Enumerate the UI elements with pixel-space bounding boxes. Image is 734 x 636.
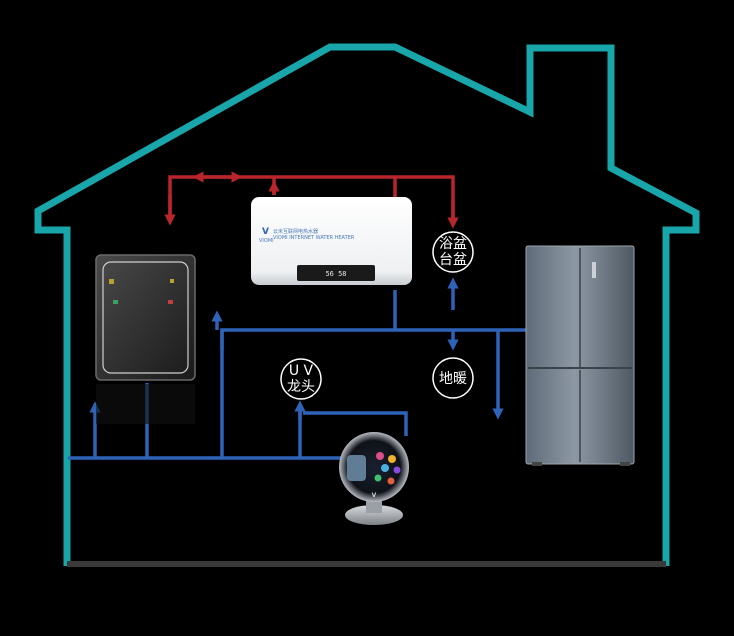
purifier-logo: V bbox=[372, 492, 377, 499]
heater-logo: V bbox=[262, 227, 269, 237]
heater-model-subtext: VIOMI INTERNET WATER HEATER bbox=[273, 235, 355, 241]
water-purifier: V bbox=[339, 432, 409, 525]
purifier-app-icon bbox=[393, 466, 401, 474]
heater-model-text: 云米互联网电热水器 bbox=[273, 228, 318, 235]
purifier-app-icon bbox=[388, 455, 396, 463]
heater-brand-text: VIOMI bbox=[259, 238, 274, 244]
uv-faucet-label-line2: 龙头 bbox=[287, 379, 315, 395]
basin-label: 浴盆 台盆 bbox=[432, 231, 474, 273]
panel-status-indicator bbox=[168, 300, 173, 304]
panel-status-indicator bbox=[109, 279, 114, 284]
fridge-foot bbox=[620, 462, 630, 466]
purifier-app-icon bbox=[376, 452, 384, 460]
panel-status-indicator bbox=[170, 279, 174, 283]
purifier-app-icon bbox=[381, 464, 389, 472]
purifier-base bbox=[345, 505, 403, 525]
heater-display: 56 58 bbox=[325, 270, 346, 278]
uv-faucet-label: U V 龙头 bbox=[280, 358, 322, 400]
purifier-app-icon bbox=[387, 477, 395, 485]
floor-heating-label-text: 地暖 bbox=[439, 371, 467, 387]
house-floor bbox=[67, 561, 666, 567]
uv-faucet-label-line1: U V bbox=[289, 363, 314, 379]
smart-mirror-panel bbox=[95, 254, 196, 424]
electric-water-heater: V VIOMI 云米互联网电热水器 VIOMI INTERNET WATER H… bbox=[251, 197, 412, 285]
heater-display-panel bbox=[297, 265, 375, 281]
fridge-foot bbox=[532, 462, 542, 466]
purifier-app-icon bbox=[374, 474, 382, 482]
basin-label-line2: 台盆 bbox=[439, 252, 467, 268]
purifier-screen bbox=[347, 455, 366, 481]
floor-heating-label: 地暖 bbox=[432, 357, 474, 399]
basin-label-line1: 浴盆 bbox=[439, 236, 467, 252]
panel-reflection bbox=[96, 384, 195, 424]
hot-water-pipes bbox=[164, 171, 459, 229]
panel-status-indicator bbox=[113, 300, 118, 304]
fridge-display bbox=[592, 262, 596, 278]
refrigerator bbox=[525, 245, 635, 466]
house-outline bbox=[34, 43, 700, 566]
